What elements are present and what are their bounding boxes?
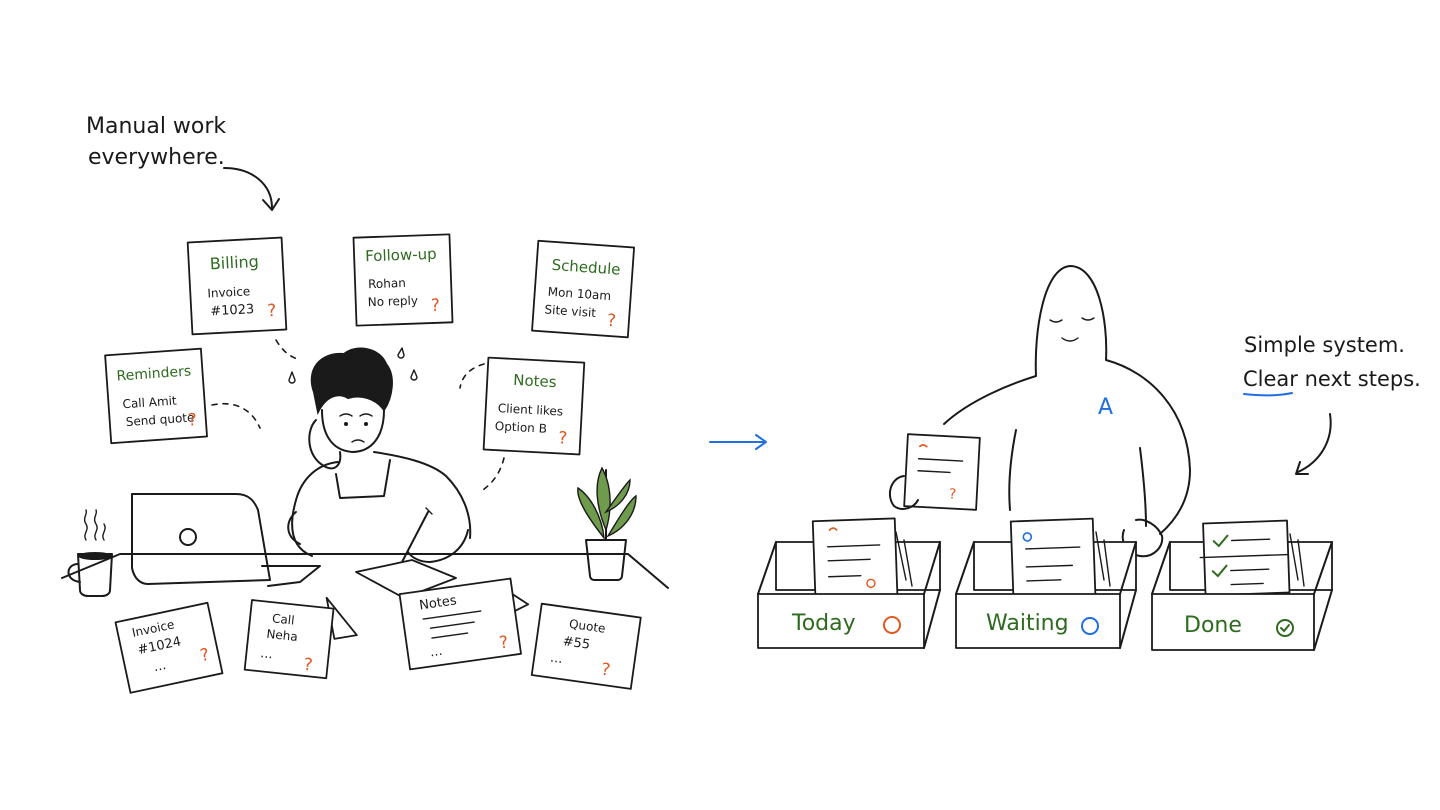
note-notes: Notes Client likes Option B ?: [482, 356, 586, 456]
tray-done-label: Done: [1184, 613, 1242, 638]
question-mark: ?: [600, 660, 612, 681]
note-schedule: Schedule Mon 10am Site visit ?: [531, 239, 635, 339]
tray-waiting-label: Waiting: [986, 611, 1069, 636]
question-mark: ?: [187, 410, 197, 431]
caption-arrow-icon: [223, 167, 273, 209]
caption-arrow-icon: [1297, 413, 1332, 473]
question-mark: ?: [302, 655, 313, 676]
note-notes-line2: Option B: [494, 419, 547, 436]
circle-icon: [883, 616, 901, 634]
left-caption-line2: everywhere.: [88, 145, 225, 170]
note-billing-title: Billing: [209, 252, 259, 274]
ellipsis: ...: [260, 646, 274, 662]
tray-waiting: Waiting: [955, 517, 1137, 649]
transition-arrow-icon: [709, 434, 767, 450]
paper-call: Call Neha ... ?: [243, 596, 358, 680]
paper-invoice: Invoice #1024 ... ?: [114, 601, 224, 694]
caption-arrowhead-icon: [1295, 461, 1309, 475]
question-mark: ?: [198, 645, 211, 666]
note-reminders-line2: Send quote: [125, 410, 195, 429]
note-schedule-line2: Site visit: [544, 302, 597, 320]
paper-quote-line2: #55: [562, 634, 591, 653]
ellipsis: ...: [429, 644, 443, 661]
svg-text:Clear next steps.: Clear next steps.: [1243, 367, 1421, 391]
question-mark: ?: [431, 296, 441, 316]
left-caption-line1: Manual work: [86, 114, 226, 139]
note-notes-title: Notes: [513, 371, 557, 391]
helper-figure: A ?: [888, 265, 1191, 558]
tray-today: Today: [757, 517, 941, 649]
dashed-connectors: [211, 339, 505, 493]
right-caption-line1: Simple system.: [1244, 333, 1405, 357]
coffee-mug-icon: [67, 509, 113, 597]
question-mark: ?: [558, 428, 568, 448]
left-caption: Manual work everywhere.: [86, 114, 280, 211]
note-billing: Billing Invoice #1023 ?: [186, 236, 288, 336]
tray-done: Done: [1151, 519, 1333, 651]
note-billing-line1: Invoice: [207, 284, 251, 300]
highlight-underline: [1243, 392, 1293, 397]
laptop-icon: [131, 493, 321, 587]
circle-icon: [1081, 617, 1099, 635]
caption-arrowhead-icon: [262, 198, 280, 211]
note-followup-line2: No reply: [368, 293, 419, 309]
paper-quote-line1: Quote: [568, 617, 606, 636]
sweat-drops-icon: [288, 347, 418, 384]
note-billing-line2: #1023: [210, 302, 255, 319]
stressed-person: [287, 347, 472, 563]
right-caption: Simple system. Clear next steps.: [1243, 333, 1421, 475]
note-followup: Follow-up Rohan No reply ?: [352, 233, 454, 327]
note-reminders-title: Reminders: [116, 363, 192, 384]
paper-call-line2: Neha: [266, 627, 299, 644]
note-followup-title: Follow-up: [365, 245, 437, 265]
paper-quote: Quote #55 ... ?: [530, 602, 642, 690]
check-circle-icon: [1276, 619, 1294, 637]
desk-edge: [61, 553, 669, 589]
right-caption-highlight: Clear: [1243, 367, 1298, 391]
note-reminders: Reminders Call Amit Send quote ?: [104, 347, 208, 445]
robot-badge: A: [1098, 395, 1113, 420]
paper-notes: Notes ... ?: [398, 577, 530, 671]
question-mark: ?: [606, 311, 616, 332]
note-schedule-title: Schedule: [551, 256, 621, 279]
paper-notes-title: Notes: [418, 593, 457, 613]
ellipsis: ...: [549, 650, 563, 667]
ellipsis: ...: [152, 658, 167, 675]
loose-sheet: [355, 559, 457, 599]
note-schedule-line1: Mon 10am: [547, 285, 611, 303]
right-caption-rest: next steps.: [1298, 367, 1421, 391]
note-notes-line1: Client likes: [497, 401, 563, 418]
plant-icon: [577, 466, 637, 581]
question-mark: ?: [498, 633, 510, 654]
paper-call-line1: Call: [271, 611, 295, 627]
question-mark: ?: [948, 486, 956, 502]
note-reminders-line1: Call Amit: [122, 394, 177, 412]
question-mark: ?: [267, 301, 277, 321]
tray-today-label: Today: [791, 611, 856, 636]
note-followup-line1: Rohan: [368, 276, 406, 291]
